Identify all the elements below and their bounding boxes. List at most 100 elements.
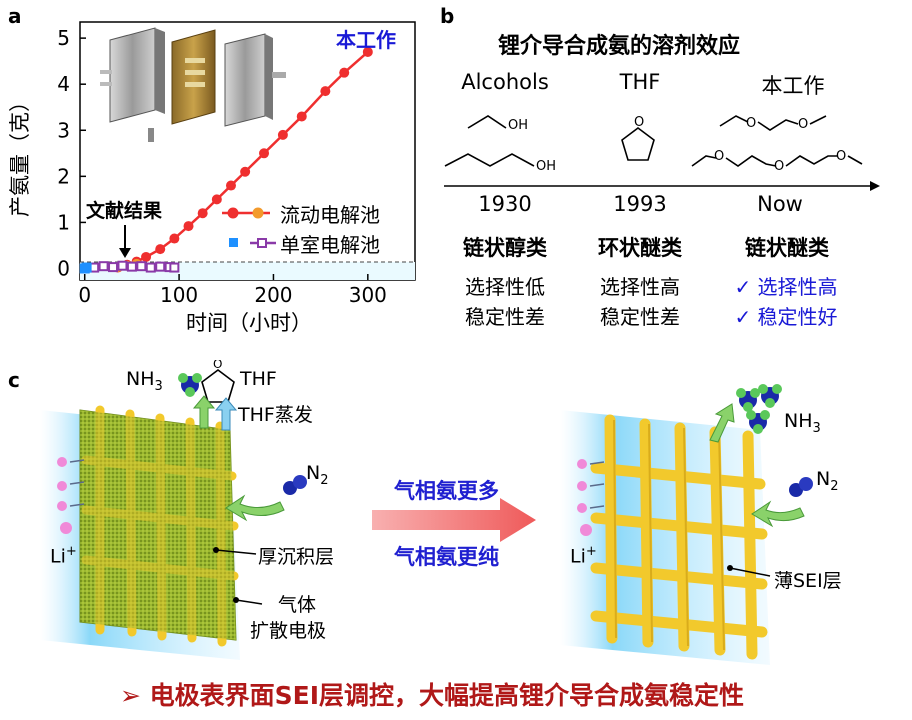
right-nh3-molecules [736, 384, 782, 434]
prop-thiswork-stability: ✓ 稳定性好 [734, 305, 838, 329]
purer-gas-ammonia-label: 气相氨更纯 [394, 545, 499, 569]
col-thf-name: THF [619, 70, 661, 94]
thf-ring-structure [621, 127, 655, 161]
right-li-particles [577, 459, 592, 536]
thf-label: THF [240, 368, 277, 390]
butanol-oh: OH [536, 159, 557, 174]
y-tick-label: 0 [57, 256, 70, 280]
data-point [117, 260, 128, 271]
data-point [259, 148, 270, 159]
thf-evaporation-label: THF蒸发 [238, 404, 313, 426]
data-point [155, 244, 166, 255]
right-nh3-arrow [709, 403, 735, 443]
legend-label-flow: 流动电解池 [280, 203, 380, 227]
left-li-particles [57, 457, 72, 534]
svg-text:O: O [746, 116, 756, 131]
x-tick-label: 0 [78, 283, 91, 307]
year-1993: 1993 [613, 192, 667, 216]
right-n2-molecule [789, 477, 813, 497]
right-electrode [560, 410, 770, 665]
ethanol-structure [467, 115, 507, 129]
data-point [169, 262, 180, 273]
y-tick-label: 5 [57, 26, 70, 50]
left-li-label: Li+ [50, 544, 77, 568]
svg-text:O: O [714, 149, 724, 164]
nh3-up-arrow [192, 395, 216, 429]
flow-cell-illustration [100, 27, 286, 142]
prop-thf-stability: 稳定性差 [600, 305, 680, 329]
left-li-arrows [69, 459, 85, 507]
panel-a-label: a [8, 4, 22, 28]
gde-label-line2: 扩散电极 [250, 620, 327, 642]
svg-text:O: O [798, 117, 808, 132]
thf-ring-small [201, 369, 235, 403]
data-point [362, 46, 373, 57]
data-point [108, 262, 119, 273]
y-tick-label: 3 [57, 118, 70, 142]
left-n2-arrow [225, 494, 285, 522]
data-point [211, 194, 222, 205]
data-point [141, 251, 152, 262]
thf-ring-o: O [213, 360, 222, 371]
thf-up-arrow [214, 397, 238, 431]
transition-arrow [372, 498, 536, 542]
svg-text:O: O [774, 159, 784, 174]
data-point [240, 166, 251, 177]
panel-b-title: 锂介导合成氨的溶剂效应 [498, 34, 741, 59]
x-tick-label: 200 [254, 283, 292, 307]
prop-alcohols-stability: 稳定性差 [465, 305, 545, 329]
literature-annotation: 文献结果 [86, 200, 163, 222]
x-tick-label: 100 [160, 283, 198, 307]
right-li-label: Li+ [570, 544, 597, 568]
conclusion-marker-icon: ➢ [120, 681, 141, 710]
data-point [197, 208, 208, 219]
butanol-structure [444, 153, 535, 167]
data-point [320, 86, 331, 97]
data-point [225, 180, 236, 191]
data-point [145, 262, 156, 273]
svg-text:O: O [836, 149, 846, 164]
thin-sei-label: 薄SEI层 [774, 570, 842, 592]
kind-chain-ethers: 链状醚类 [745, 236, 829, 260]
data-point [169, 233, 180, 244]
kind-cyclic-ethers: 环状醚类 [598, 236, 682, 260]
col-thiswork-name: 本工作 [761, 74, 825, 98]
panel-b-label: b [440, 4, 455, 28]
thick-deposit-label: 厚沉积层 [258, 546, 335, 568]
y-tick-label: 4 [57, 72, 70, 96]
col-alcohols-name: Alcohols [461, 70, 549, 94]
conclusion-line: ➢ 电极表界面SEI层调控，大幅提高锂介导合成氨稳定性 [120, 676, 744, 712]
conclusion-text: 电极表界面SEI层调控，大幅提高锂介导合成氨稳定性 [149, 681, 745, 710]
panel-c-label: c [8, 368, 20, 392]
data-point [98, 261, 109, 272]
x-tick-label: 300 [349, 283, 387, 307]
left-nh3-label: NH3 [126, 368, 163, 394]
prop-alcohols-selectivity: 选择性低 [465, 275, 545, 299]
data-point [126, 261, 137, 272]
panel-c-illustration: O [40, 360, 813, 665]
legend-label-single: 单室电解池 [280, 233, 380, 257]
this-work-tag: 本工作 [336, 28, 396, 52]
data-point [339, 67, 350, 78]
data-point [81, 262, 92, 273]
thf-o-atom: O [634, 115, 644, 130]
year-1930: 1930 [478, 192, 532, 216]
series-layer [79, 46, 373, 274]
right-nh3-label: NH3 [784, 410, 821, 436]
molecule-structures: O O O O O O [444, 115, 880, 191]
legend [222, 207, 276, 248]
gde-label-line1: 气体 [278, 594, 317, 616]
right-n2-arrow [751, 500, 805, 528]
ethanol-oh: OH [508, 118, 529, 133]
kind-chain-alcohols: 链状醇类 [463, 236, 547, 260]
x-axis-label: 时间（小时） [186, 311, 312, 335]
data-point [183, 221, 194, 232]
more-gas-ammonia-label: 气相氨更多 [394, 479, 499, 503]
x-ticks: 0 100 200 300 [78, 274, 387, 307]
left-electrode [40, 405, 240, 660]
y-tick-label: 2 [57, 164, 70, 188]
right-n2-label: N2 [816, 468, 839, 494]
left-n2-molecule [283, 475, 307, 495]
